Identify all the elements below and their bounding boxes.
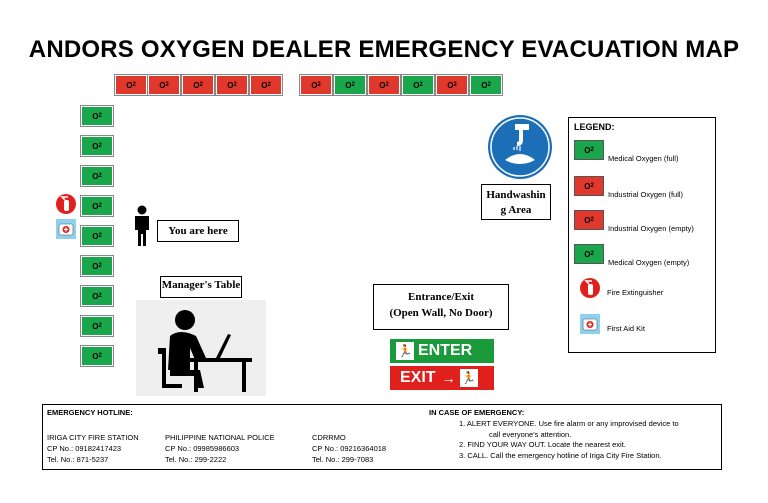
- entrance-exit-label: Entrance/Exit (Open Wall, No Door): [373, 284, 509, 330]
- managers-table-label: Manager's Table: [160, 276, 242, 298]
- exit-arrow-icon: →: [441, 370, 456, 386]
- running-man-icon: 🏃: [396, 342, 414, 360]
- handwashing-area-label: Handwashin g Area: [481, 184, 551, 220]
- legend-item-label: Medical Oxygen (empty): [608, 258, 690, 267]
- exit-sign: EXIT → 🏃: [390, 366, 494, 390]
- handwashing-icon: [487, 114, 553, 180]
- legend-item-label: Industrial Oxygen (full): [608, 190, 684, 199]
- first-aid-kit-icon: [580, 314, 600, 339]
- legend-item-label: Medical Oxygen (full): [608, 154, 679, 163]
- hotline-heading: EMERGENCY HOTLINE:: [47, 408, 133, 417]
- legend-item: First Aid Kit: [574, 314, 714, 344]
- enter-sign: 🏃 ENTER: [390, 339, 494, 363]
- desk-worker-illustration: [136, 300, 266, 396]
- fire-extinguisher-icon: [580, 278, 600, 303]
- running-man-icon: 🏃: [459, 369, 478, 387]
- page-title: ANDORS OXYGEN DEALER EMERGENCY EVACUATIO…: [28, 36, 740, 63]
- legend-title: LEGEND:: [574, 122, 615, 132]
- emergency-steps-heading: IN CASE OF EMERGENCY:: [429, 408, 525, 417]
- legend-item-label: Fire Extinguisher: [607, 288, 664, 297]
- emergency-hotline-box: EMERGENCY HOTLINE: IRIGA CITY FIRE STATI…: [42, 404, 722, 470]
- legend-item-label: Industrial Oxygen (empty): [608, 224, 694, 233]
- you-are-here-label: You are here: [157, 220, 239, 242]
- fire-extinguisher-icon: [56, 194, 76, 214]
- person-icon: [131, 205, 153, 247]
- legend-item: Fire Extinguisher: [574, 278, 714, 308]
- legend-item-label: First Aid Kit: [607, 324, 645, 333]
- first-aid-kit-icon: [56, 219, 76, 239]
- emergency-steps: 1. ALERT EVERYONE. Use fire alarm or any…: [459, 419, 679, 460]
